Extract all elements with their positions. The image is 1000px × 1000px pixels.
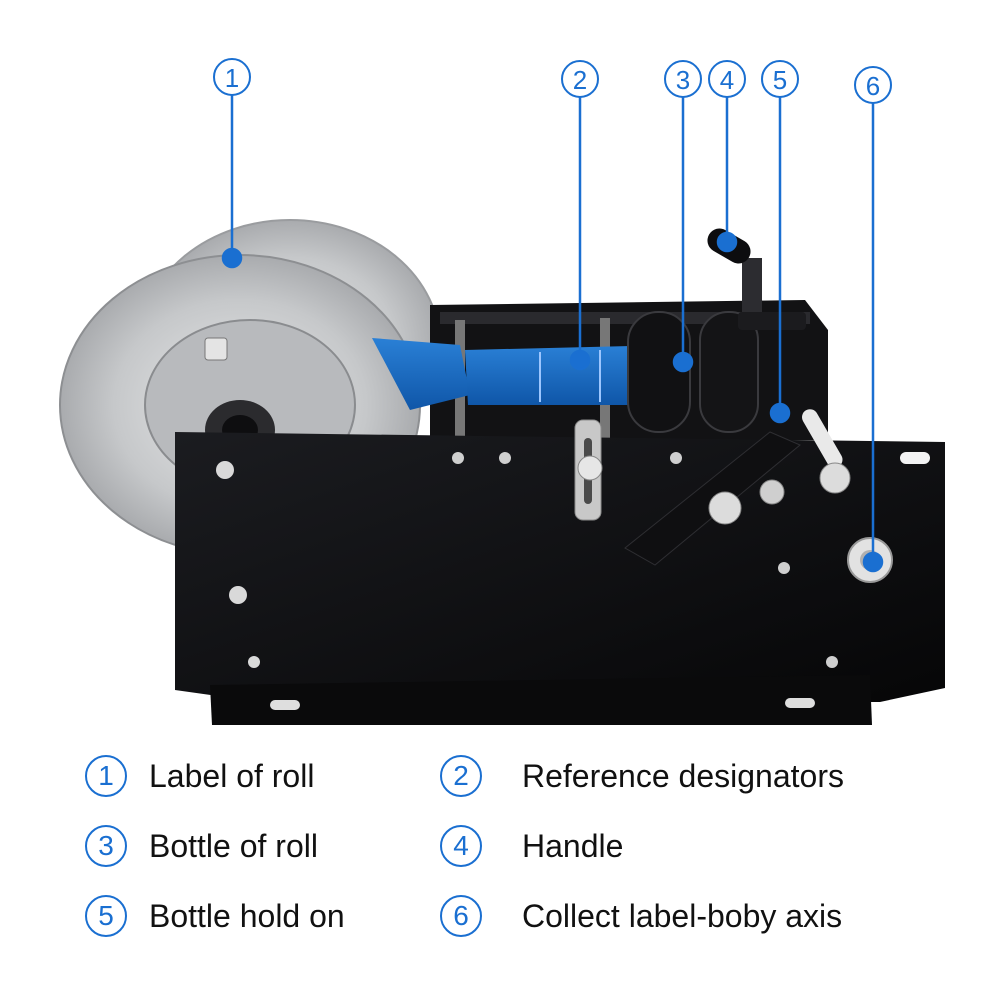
callout-6-dot [862, 551, 884, 573]
svg-text:5: 5 [773, 65, 787, 95]
svg-text:2: 2 [573, 65, 587, 95]
legend-item-2: 2 Reference designators [440, 755, 844, 797]
legend-item-3: 3 Bottle of roll [85, 825, 318, 867]
callout-5: 5 [761, 60, 799, 98]
callout-2: 2 [561, 60, 599, 98]
legend-number: 3 [85, 825, 127, 867]
legend-item-1: 1 Label of roll [85, 755, 314, 797]
legend-label: Collect label-boby axis [522, 897, 843, 934]
legend-number: 6 [440, 895, 482, 937]
legend-label: Reference designators [522, 757, 844, 794]
callout-6: 6 [854, 66, 892, 104]
bottle-roll [627, 311, 759, 433]
legend-number: 2 [440, 755, 482, 797]
callout-1: 1 [213, 58, 251, 96]
callout-4: 4 [708, 60, 746, 98]
legend-label: Handle [522, 827, 624, 864]
legend-label: Bottle of roll [149, 827, 318, 864]
callout-1-dot [221, 247, 243, 269]
legend-item-6: 6 Collect label-boby axis [440, 895, 842, 937]
front-plate [175, 432, 945, 725]
legend-item-4: 4 Handle [440, 825, 623, 867]
callout-numbers: 1 2 3 4 5 6 [213, 58, 892, 104]
callout-2-dot [569, 349, 591, 371]
svg-text:1: 1 [225, 63, 239, 93]
legend-number: 1 [85, 755, 127, 797]
callout-lines [221, 95, 884, 573]
callout-3: 3 [664, 60, 702, 98]
legend-number: 5 [85, 895, 127, 937]
callout-5-dot [769, 402, 791, 424]
legend-label: Label of roll [149, 757, 315, 794]
svg-text:4: 4 [720, 65, 734, 95]
bottle-hold-on [624, 409, 851, 566]
adjust-bracket [574, 419, 603, 521]
legend-label: Bottle hold on [149, 897, 345, 934]
svg-text:6: 6 [866, 71, 880, 101]
callout-3-dot [672, 351, 694, 373]
svg-text:3: 3 [676, 65, 690, 95]
legend-number: 4 [440, 825, 482, 867]
legend-item-5: 5 Bottle hold on [85, 895, 345, 937]
callout-4-dot [716, 231, 738, 253]
label-tape [372, 338, 672, 410]
